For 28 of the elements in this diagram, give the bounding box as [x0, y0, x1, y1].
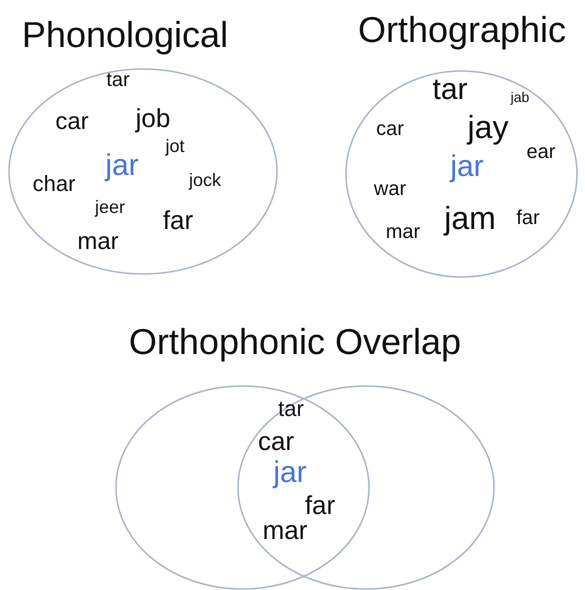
word: war	[374, 179, 406, 199]
word: ear	[526, 142, 556, 162]
word: tar	[278, 398, 304, 420]
word: far	[516, 208, 540, 228]
word: job	[136, 105, 170, 131]
word: jeer	[95, 198, 125, 216]
heading: Orthophonic Overlap	[128, 324, 462, 360]
word: tar	[432, 75, 468, 105]
word: char	[32, 173, 76, 195]
word: jock	[189, 171, 221, 189]
word: jam	[444, 202, 496, 234]
word: mar	[386, 222, 420, 242]
word: car	[376, 119, 404, 139]
word: tar	[106, 70, 130, 90]
word: jab	[510, 90, 530, 104]
word: mar	[262, 517, 308, 543]
word: jot	[166, 137, 184, 155]
word: mar	[77, 230, 119, 254]
heading: Phonological	[22, 17, 228, 53]
word: car	[55, 110, 89, 134]
word: jar	[450, 152, 484, 182]
word: jar	[105, 151, 139, 181]
word: jar	[273, 458, 307, 488]
word: far	[304, 492, 336, 518]
word: car	[258, 428, 294, 454]
heading: Orthographic	[358, 12, 566, 48]
word: far	[162, 207, 194, 233]
word: jay	[468, 111, 508, 143]
